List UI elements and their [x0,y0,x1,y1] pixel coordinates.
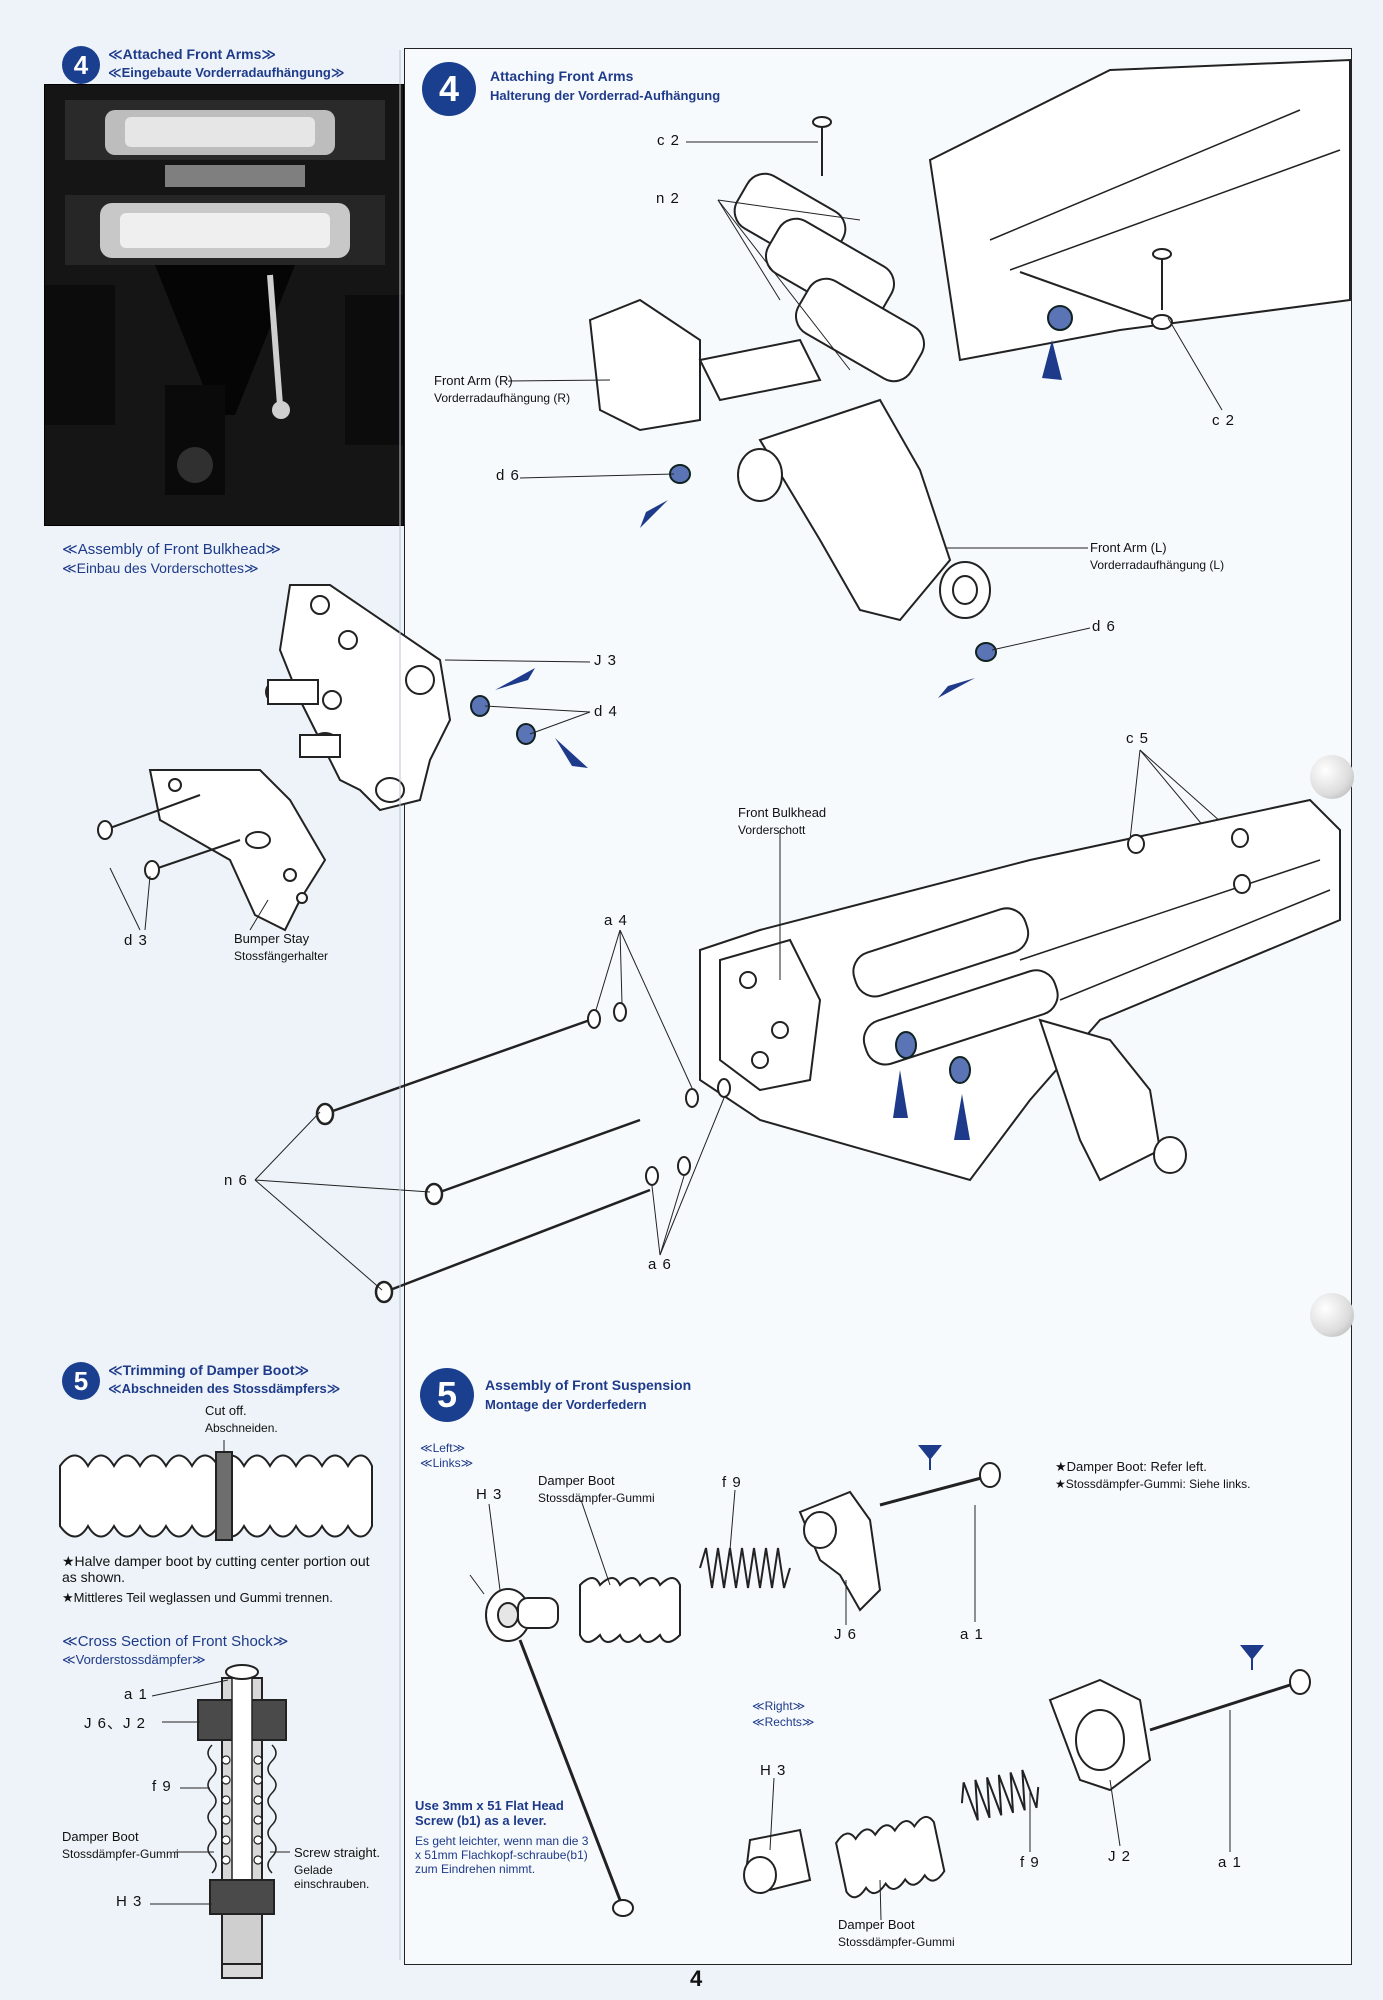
cut-off-label: Cut off. [205,1403,247,1418]
bulkhead-arrows [495,668,588,768]
label-j3: J 3 [594,652,618,669]
bulkhead-part-drawing [265,584,452,812]
label-c5: c 5 [1126,730,1150,747]
lower-leaders [254,830,781,1291]
damper-boot-right-label-de: Stossdämpfer-Gummi [838,1935,955,1949]
front-bulkhead-assembly-drawing [699,798,1341,1182]
step-5-left-badge: 5 [62,1362,100,1400]
n6-shafts [315,1018,651,1304]
d3-screws [97,794,241,880]
bulkhead-leaders [109,659,591,931]
label-d4: d 4 [594,703,618,720]
label-f9-cross: f 9 [152,1778,172,1795]
label-j6-j2-cross: J 6、J 2 [84,1715,147,1732]
label-d6-left: d 6 [496,467,520,484]
label-h3-cross: H 3 [116,1893,143,1910]
bumper-stay-label: Bumper Stay [234,931,310,946]
a4-a6-washers [587,1002,731,1186]
right-heading-de: ≪Rechts≫ [752,1715,815,1729]
lower-arrows [893,1070,970,1140]
step5-leaders [469,1489,1231,1921]
c2-screws [812,116,1173,330]
attached-front-arms-title: ≪Attached Front Arms≫ [108,46,277,62]
label-d6-right: d 6 [1092,618,1116,635]
damper-boot-right-label: Damper Boot [838,1917,915,1932]
lever-note-de: Es geht leichter, wenn man die 3 x 51mm … [415,1834,589,1876]
label-h3-right: H 3 [760,1762,787,1779]
left-heading-de: ≪Links≫ [420,1456,474,1470]
d6-nuts [669,305,1073,662]
label-f9-left: f 9 [722,1474,742,1491]
attaching-front-arms-title-de: Halterung der Vorderrad-Aufhängung [490,88,721,103]
front-bulkhead-label: Front Bulkhead [738,805,827,820]
label-d3: d 3 [124,932,148,949]
step-4-photo-badge: 4 [62,46,100,84]
cross-section-leaders [150,1679,290,1905]
refer-left-note: ★Damper Boot: Refer left. [1055,1459,1207,1474]
front-arm-r-label-de: Vorderradaufhängung (R) [434,391,571,405]
left-heading: ≪Left≫ [420,1441,466,1455]
label-n2: n 2 [656,190,680,207]
halve-boot-note: ★Halve damper boot by cutting center por… [62,1553,370,1585]
label-j6: J 6 [834,1626,858,1643]
front-suspension-title-de: Montage der Vorderfedern [485,1397,647,1412]
label-f9-right: f 9 [1020,1854,1040,1871]
binder-hole-bottom [1310,1293,1354,1337]
label-h3-left: H 3 [476,1486,503,1503]
screw-straight-label: Screw straight. [294,1845,380,1860]
step4-arrows [640,340,1062,698]
attached-front-arms-title-de: ≪Eingebaute Vorderradaufhängung≫ [108,65,345,80]
label-a1-right: a 1 [1218,1854,1242,1871]
chassis-arm-drawing [588,58,1351,622]
front-arm-l-label-de: Vorderradaufhängung (L) [1090,558,1225,572]
cut-off-label-de: Abschneiden. [205,1421,278,1435]
bumper-stay-drawing [148,769,327,932]
bulkhead-assembly-title: ≪Assembly of Front Bulkhead≫ [62,541,281,558]
page-number: 4 [690,1966,703,1991]
cross-section-title-de: ≪Vorderstossdämpfer≫ [62,1652,206,1667]
front-bulkhead-label-de: Vorderschott [738,823,806,837]
shock-cross-section-drawing [197,1664,287,1979]
attaching-front-arms-title: Attaching Front Arms [490,68,634,84]
damper-boot-left-label-de: Stossdämpfer-Gummi [538,1491,655,1505]
pivot-balls [895,1031,971,1084]
label-a6: a 6 [648,1256,672,1273]
label-c2-top: c 2 [657,132,681,149]
step5-markers [918,1445,1264,1670]
right-suspension-drawing [743,1669,1311,1899]
right-heading: ≪Right≫ [752,1699,806,1713]
label-a1-left: a 1 [960,1626,984,1643]
d4-nuts [470,695,536,745]
label-a1-cross: a 1 [124,1686,148,1703]
left-suspension-drawing [485,1462,1001,1917]
binder-hole-top [1310,755,1354,799]
front-arm-l-label: Front Arm (L) [1090,540,1167,555]
damper-boot-cross-label-de: Stossdämpfer-Gummi [62,1847,179,1861]
label-j2: J 2 [1108,1848,1132,1865]
damper-boot-left-label: Damper Boot [538,1473,615,1488]
step-4-badge: 4 [422,62,476,116]
front-arms-photo [44,84,404,526]
halve-boot-note-de: ★Mittleres Teil weglassen und Gummi tren… [62,1590,333,1605]
lever-note: Use 3mm x 51 Flat Head Screw (b1) as a l… [415,1798,564,1828]
label-a4: a 4 [604,912,628,929]
trimming-damper-boot-title: ≪Trimming of Damper Boot≫ [108,1362,310,1378]
refer-left-note-de: ★Stossdämpfer-Gummi: Siehe links. [1055,1477,1251,1491]
screw-straight-label-de: Gelade einschrauben. [294,1863,370,1891]
front-suspension-title: Assembly of Front Suspension [485,1377,692,1393]
cross-section-title: ≪Cross Section of Front Shock≫ [62,1633,289,1650]
step-5-badge: 5 [420,1368,474,1422]
damper-boot-drawing [59,1440,373,1541]
bulkhead-assembly-title-de: ≪Einbau des Vorderschottes≫ [62,560,259,576]
bumper-stay-label-de: Stossfängerhalter [234,949,329,963]
c5-screws [1127,828,1251,894]
label-n6: n 6 [224,1172,248,1189]
label-c2-right: c 2 [1212,412,1236,429]
front-arm-r-label: Front Arm (R) [434,373,513,388]
trimming-damper-boot-title-de: ≪Abschneiden des Stossdämpfers≫ [108,1381,341,1396]
damper-boot-cross-label: Damper Boot [62,1829,139,1844]
